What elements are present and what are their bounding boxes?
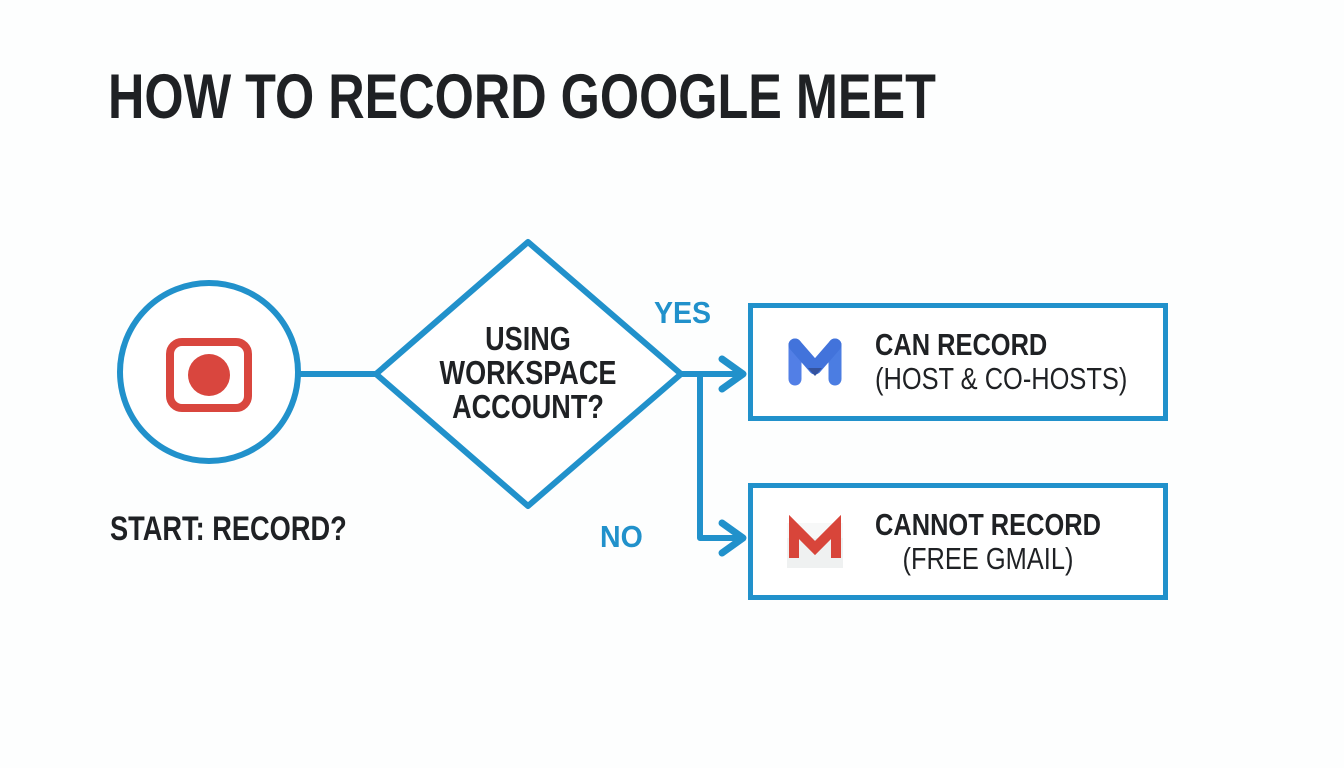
decision-line: USING xyxy=(485,320,571,357)
record-icon xyxy=(166,338,252,412)
decision-line: WORKSPACE xyxy=(439,354,617,391)
outcome-text-can-record: CAN RECORD (HOST & CO-HOSTS) xyxy=(875,328,1127,396)
start-label: START: RECORD? xyxy=(110,510,347,548)
outcome-title: CAN RECORD xyxy=(875,327,1048,362)
outcome-title: CANNOT RECORD xyxy=(875,506,1101,542)
branch-label-no: NO xyxy=(600,519,643,554)
google-meet-logo-icon xyxy=(788,338,842,386)
arrowhead-yes-icon xyxy=(718,355,747,393)
arrowhead-no-icon xyxy=(718,519,747,557)
outcome-subtitle: (FREE GMAIL) xyxy=(902,540,1074,576)
outcome-subtitle: (HOST & CO-HOSTS) xyxy=(875,361,1128,396)
branch-label-yes: YES xyxy=(654,295,712,330)
decision-line: ACCOUNT? xyxy=(452,388,604,425)
page-title: HOW TO RECORD GOOGLE MEET xyxy=(108,62,936,132)
decision-question: USING WORKSPACE ACCOUNT? xyxy=(413,322,643,424)
outcome-box-can-record: CAN RECORD (HOST & CO-HOSTS) xyxy=(748,303,1168,421)
outcome-box-cannot-record: CANNOT RECORD (FREE GMAIL) xyxy=(748,483,1168,600)
outcome-text-cannot-record: CANNOT RECORD (FREE GMAIL) xyxy=(875,506,1101,576)
gmail-logo-icon xyxy=(787,514,843,568)
connector-no xyxy=(697,374,737,541)
decision-diamond xyxy=(373,239,684,509)
